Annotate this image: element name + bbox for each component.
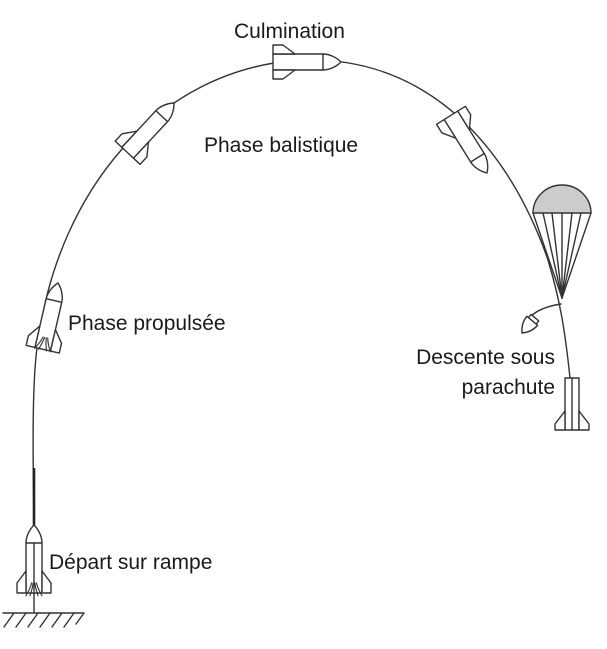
trajectory-arc — [32, 59, 571, 521]
landed-rocket — [554, 377, 590, 431]
label-powered-phase: Phase propulsée — [68, 312, 226, 335]
parachute-canopy — [532, 184, 592, 214]
rocket-at-apogee — [272, 44, 342, 80]
rocket-on-launchpad — [16, 524, 52, 614]
label-ballistic-phase: Phase balistique — [204, 134, 358, 157]
label-culmination: Culmination — [234, 20, 345, 43]
label-descent-line1: Descente sous — [416, 346, 555, 369]
label-descent-line2: parachute — [462, 376, 555, 399]
ground-hatch — [2, 612, 85, 628]
rocket-descending — [435, 105, 503, 183]
label-launch: Départ sur rampe — [49, 551, 212, 574]
ejected-nosecone — [521, 303, 562, 334]
parachute — [532, 184, 592, 299]
